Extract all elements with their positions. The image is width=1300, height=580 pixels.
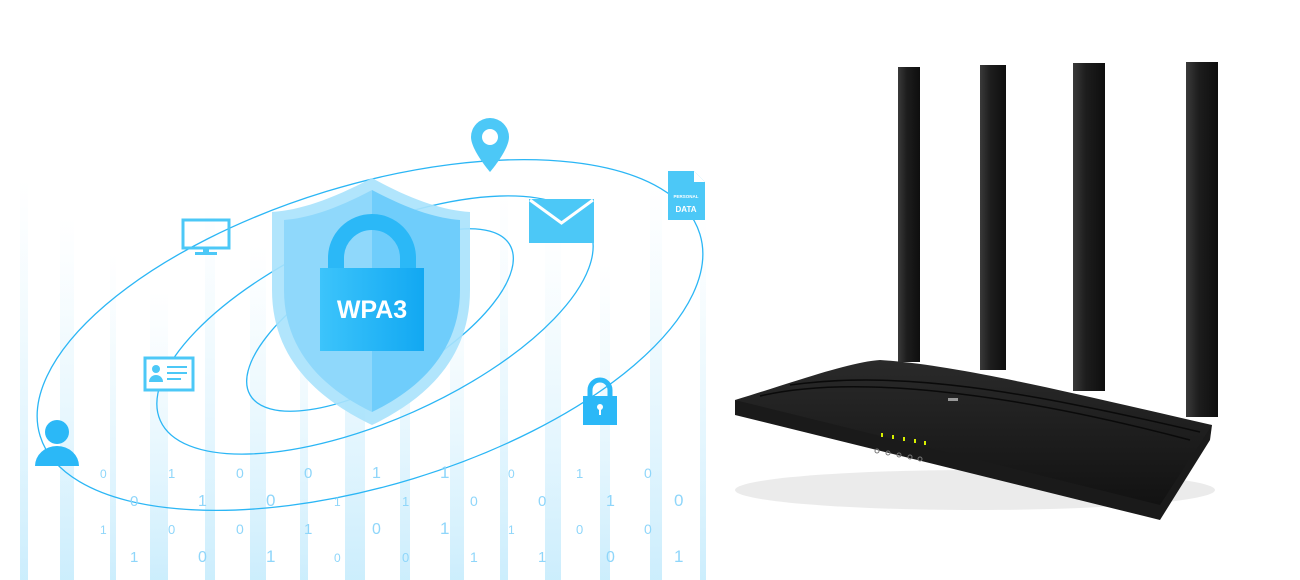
data-stripe	[20, 180, 28, 580]
binary-digit: 0	[606, 549, 615, 566]
binary-digit: 1	[334, 495, 341, 509]
binary-digit: 1	[508, 523, 515, 537]
binary-digit: 0	[470, 493, 478, 509]
data-stripe	[650, 181, 662, 580]
binary-digit: 0	[644, 521, 652, 537]
binary-digit: 1	[198, 493, 207, 510]
router	[735, 62, 1218, 520]
data-stripe	[545, 227, 561, 580]
binary-digit: 1	[440, 463, 449, 482]
monitor-icon	[181, 218, 231, 255]
binary-digit: 0	[236, 521, 244, 537]
lock-body	[320, 268, 424, 351]
binary-digit: 1	[576, 466, 583, 481]
data-stripe	[400, 236, 410, 580]
binary-digit: 0	[130, 493, 138, 510]
binary-digit: 0	[402, 550, 409, 565]
antenna	[1186, 62, 1218, 417]
binary-digit: 0	[644, 465, 652, 481]
envelope-icon	[529, 198, 594, 243]
binary-digit: 1	[470, 549, 478, 565]
data-stripe	[500, 190, 508, 580]
router-body-top	[735, 360, 1212, 505]
binary-digit: 0	[304, 465, 312, 482]
antenna	[1073, 63, 1105, 391]
orbit-outer	[36, 158, 704, 512]
shield: WPA3	[272, 178, 470, 425]
svg-text:PERSONAL: PERSONAL	[673, 194, 698, 199]
binary-digit: 1	[440, 519, 449, 538]
location-pin-icon	[471, 118, 509, 172]
padlock-icon	[583, 377, 617, 425]
data-stripe	[205, 208, 215, 580]
binary-digit: 1	[100, 523, 107, 537]
status-leds	[881, 433, 926, 445]
svg-text:DATA: DATA	[675, 205, 696, 214]
binary-digit: 0	[538, 493, 546, 510]
data-stripe	[700, 218, 706, 580]
lock-shackle	[328, 214, 416, 270]
binary-digit: 1	[304, 521, 312, 538]
binary-digit: 1	[168, 466, 175, 481]
binary-digit: 1	[266, 547, 275, 566]
personal-data-icon: PERSONAL DATA	[668, 171, 705, 220]
binary-digit: 1	[130, 549, 138, 566]
binary-digit: 0	[100, 467, 107, 481]
binary-digit: 0	[168, 522, 175, 537]
binary-digit: 0	[334, 551, 341, 565]
binary-digit: 1	[402, 494, 409, 509]
shield-label: WPA3	[337, 296, 407, 324]
data-stripe	[150, 291, 168, 580]
binary-digit: 0	[576, 522, 583, 537]
data-stripe	[300, 282, 308, 580]
binary-digit: 0	[236, 465, 244, 481]
antenna	[980, 65, 1006, 370]
binary-digit: 0	[508, 467, 515, 481]
antennas	[898, 62, 1218, 417]
data-stripe	[60, 217, 74, 580]
antenna	[898, 67, 920, 362]
binary-digit: 0	[266, 491, 275, 510]
binary-digit: 0	[674, 491, 683, 510]
data-stripe	[110, 254, 116, 580]
binary-digits: 0 1 0 0 1 1 0 1 0 0 1 0 1 1 0 0 1 0 1 0 0 1 0 1 1 0 0 1 0 1 0 0 1 1 0 1	[100, 463, 683, 566]
binary-digit: 1	[372, 465, 381, 482]
binary-digit: 0	[198, 549, 207, 566]
data-stripe	[250, 245, 266, 580]
id-card-icon	[143, 356, 195, 392]
binary-digit: 1	[674, 547, 683, 566]
tp-link-logo	[948, 398, 958, 401]
binary-digit: 1	[538, 549, 546, 566]
user-icon	[35, 420, 79, 466]
status-indicator-icons	[874, 448, 923, 462]
binary-digit: 1	[606, 493, 615, 510]
binary-digit: 0	[372, 521, 381, 538]
